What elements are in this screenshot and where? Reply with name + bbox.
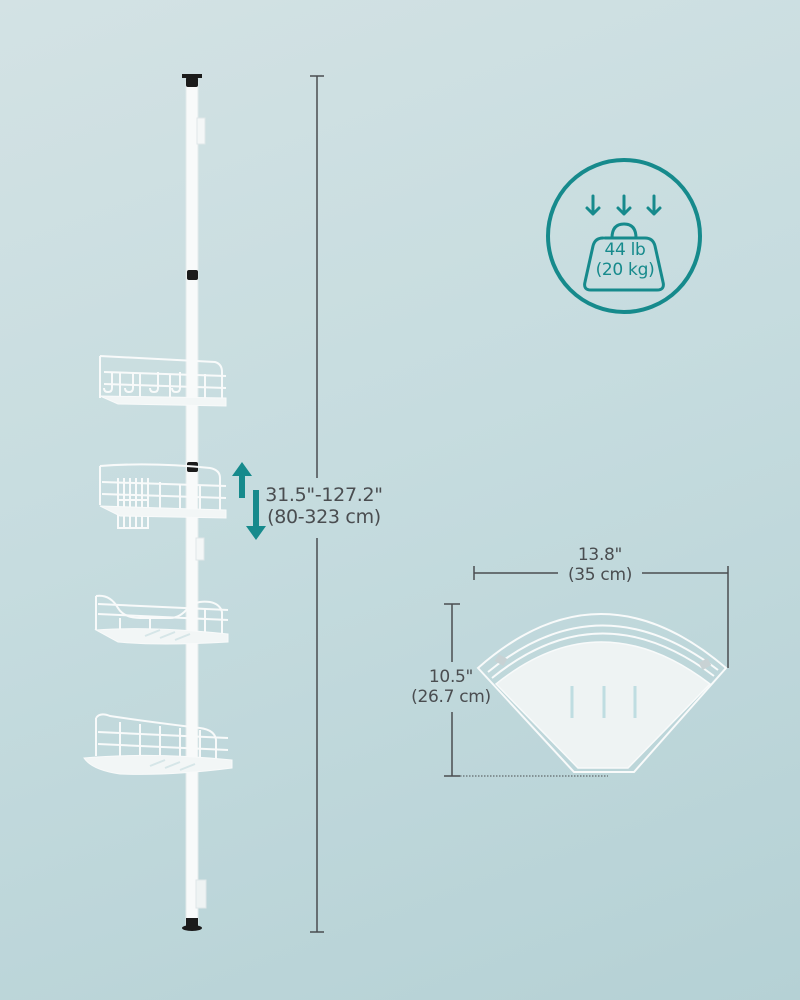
shelf-width-label: 13.8" (35 cm) xyxy=(550,545,650,585)
height-inches: 31.5"-127.2" xyxy=(265,484,383,506)
bottom-cap xyxy=(186,918,198,926)
shelf-2 xyxy=(99,463,227,529)
height-cm: (80-323 cm) xyxy=(267,505,381,528)
shelf-1-base xyxy=(99,395,227,407)
up-down-arrows-icon xyxy=(232,462,266,540)
shelf-1 xyxy=(99,355,227,400)
shelf-width-in: 13.8" xyxy=(577,545,623,565)
load-lb: 44 lb xyxy=(604,240,646,260)
shelf-outer-rail xyxy=(476,613,728,773)
shelf-depth-in: 10.5" xyxy=(428,667,474,687)
height-range-label: 31.5"-127.2" (80-323 cm) xyxy=(244,484,404,529)
load-capacity-label: 44 lb (20 kg) xyxy=(580,240,670,281)
shelf-4 xyxy=(95,713,229,762)
top-cap xyxy=(182,74,202,78)
shelf-2-base xyxy=(99,505,227,519)
shelf-width-cm: (35 cm) xyxy=(567,564,633,585)
pole-joint xyxy=(187,270,198,280)
shelf-depth-cm: (26.7 cm) xyxy=(411,686,491,707)
shelf-4-base xyxy=(83,754,233,775)
load-kg: (20 kg) xyxy=(595,260,655,281)
shelf-depth-label: 10.5" (26.7 cm) xyxy=(396,667,506,707)
weight-load-icon xyxy=(546,158,702,314)
